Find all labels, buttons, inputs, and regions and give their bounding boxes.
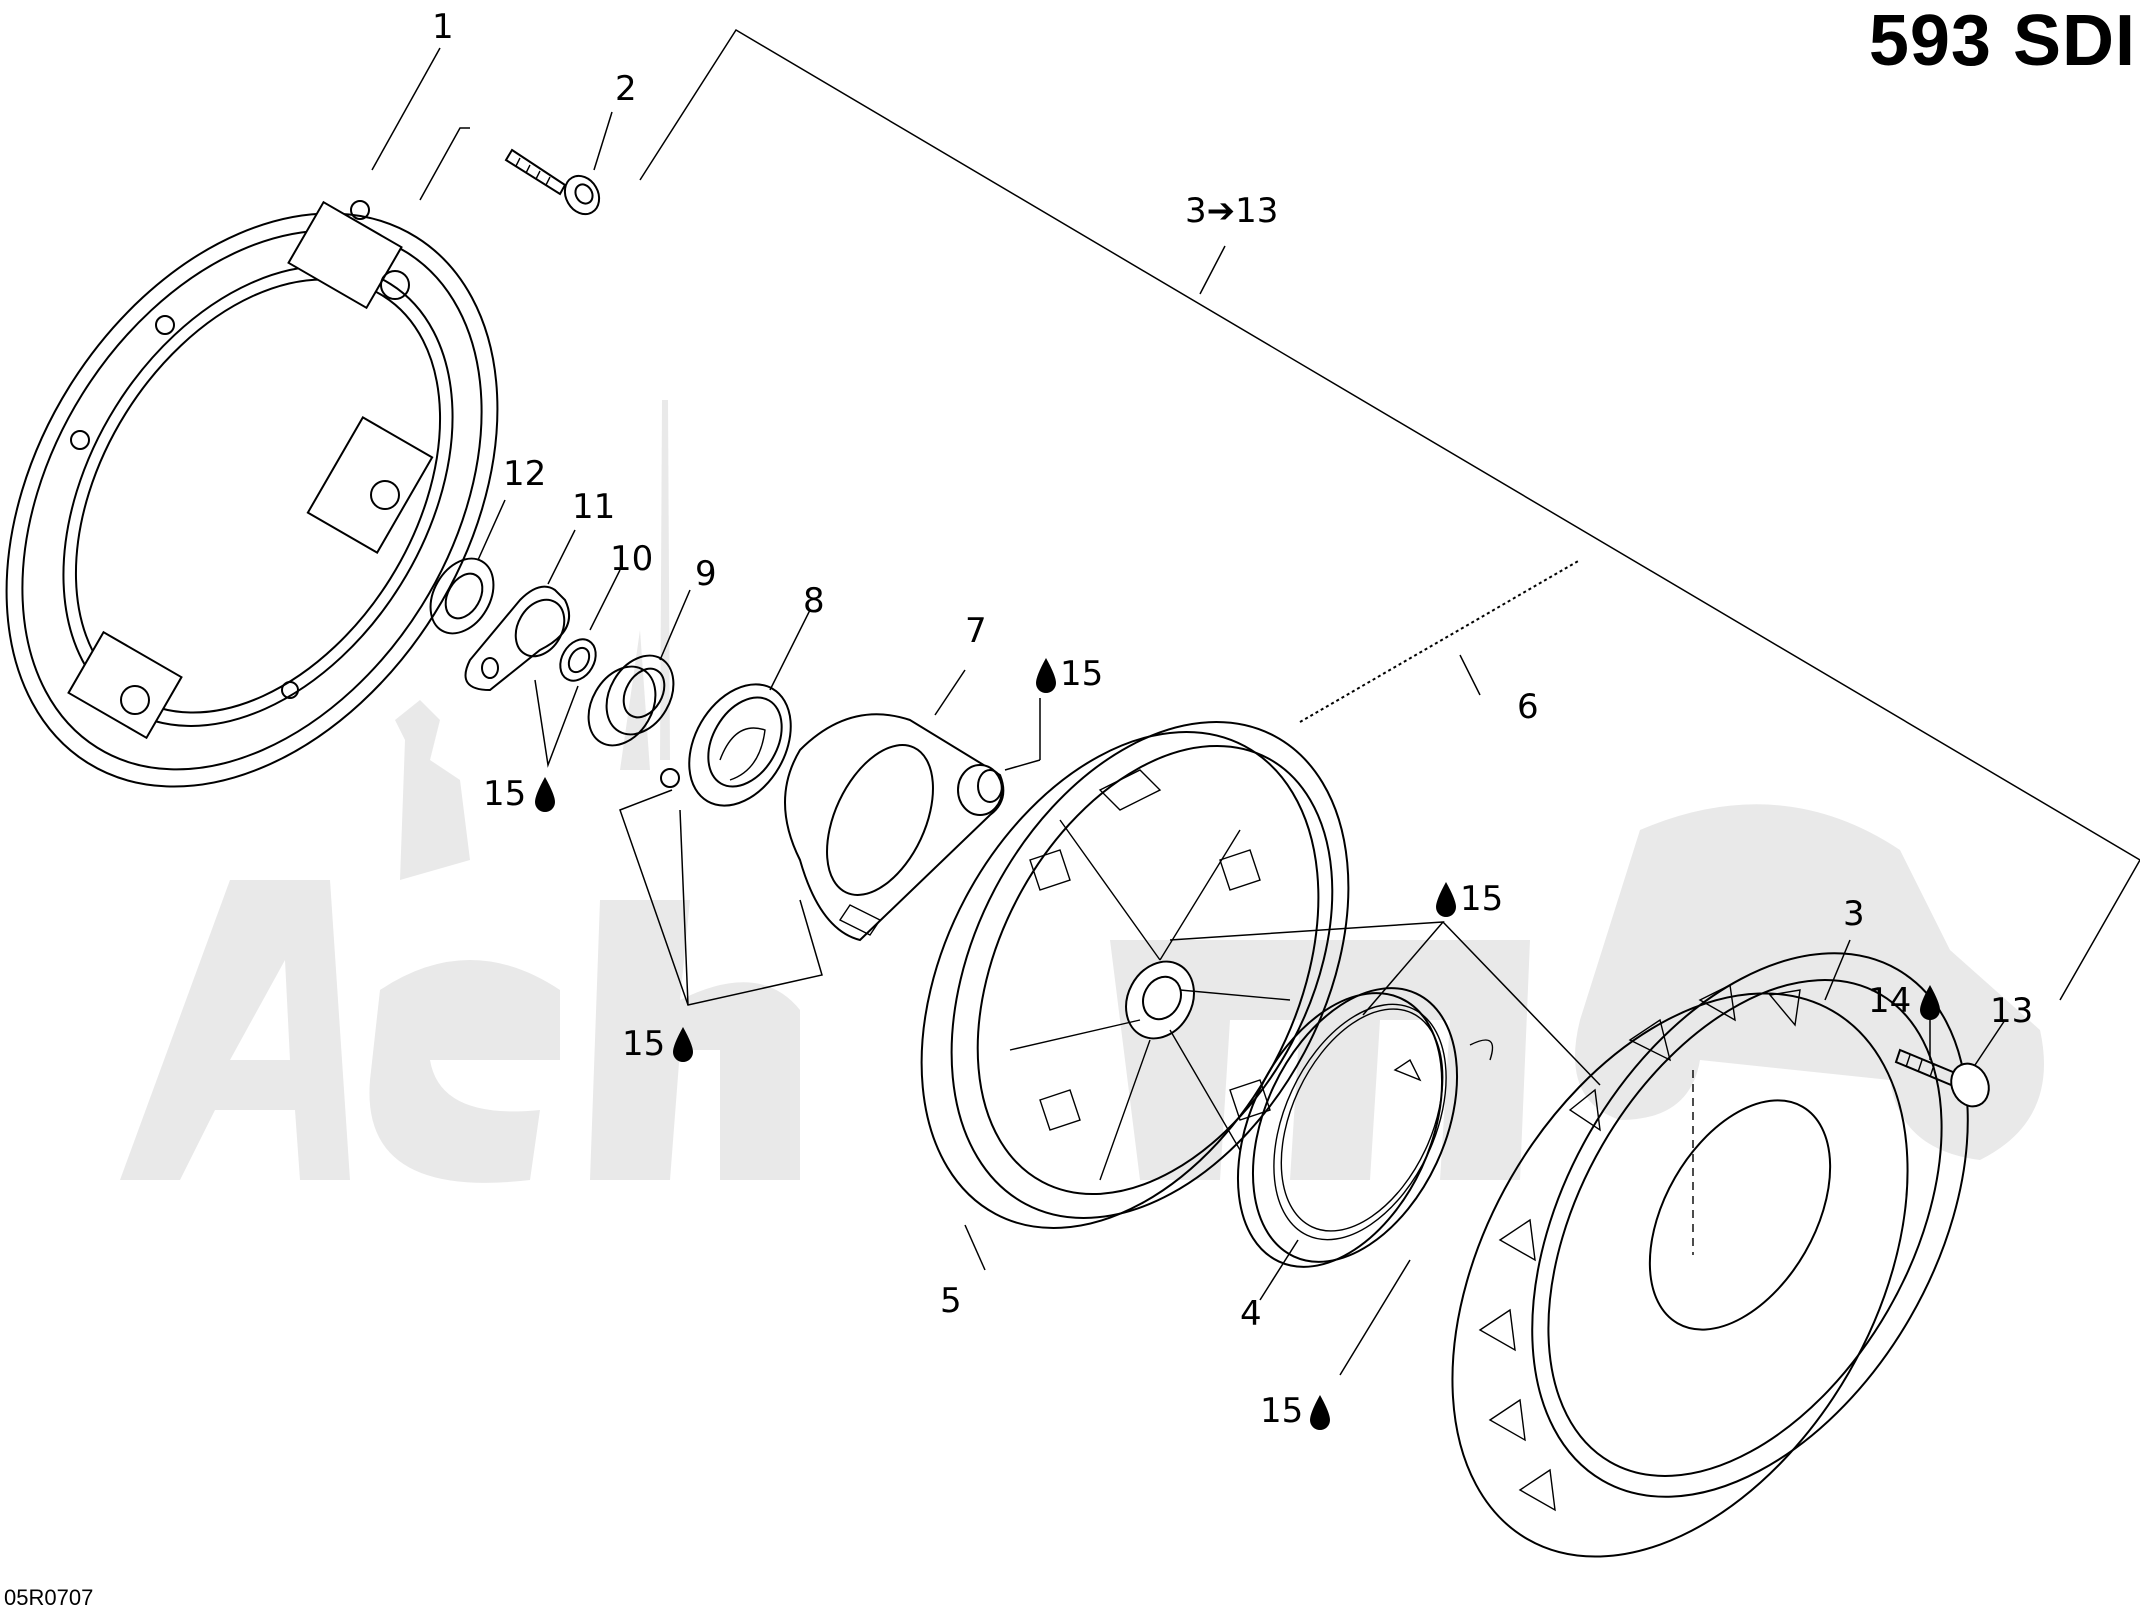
part-13-screw	[1894, 1000, 2006, 1108]
model-title: 593 SDI	[1868, 1, 2136, 81]
callout-14: 14	[1868, 981, 1911, 1021]
part-8-plate	[619, 609, 823, 1006]
part-1-mounting-ring	[5, 47, 499, 788]
callout-15-d: 15	[622, 1024, 665, 1064]
oil-drop-icon	[1436, 882, 1456, 917]
range-bracket-3-13	[639, 28, 2140, 1001]
figure-code: 05R0707	[4, 1585, 94, 1610]
part-2-screw	[419, 111, 613, 216]
callout-labels: 1 2 3➔13 12 11 10 9 8 7 15 6 15 15 15 3 …	[432, 7, 2033, 1431]
part-11-bracket	[464, 529, 576, 692]
oil-drop-icon	[1036, 658, 1056, 693]
callout-4: 4	[1240, 1294, 1262, 1334]
callout-5: 5	[940, 1281, 962, 1321]
oil-drop-icon	[1920, 985, 1940, 1020]
oil-drop-icons	[535, 658, 1940, 1430]
callout-13: 13	[1990, 991, 2033, 1031]
callout-15-a: 15	[1060, 654, 1103, 694]
callout-15-b: 15	[483, 774, 526, 814]
watermark	[120, 400, 2044, 1183]
oil-drop-icon	[1310, 1395, 1330, 1430]
callout-6: 6	[1517, 687, 1539, 727]
callout-15-c: 15	[1460, 879, 1503, 919]
callout-12: 12	[503, 454, 546, 494]
callout-7: 7	[965, 611, 987, 651]
callout-1: 1	[432, 7, 454, 47]
callout-15-e: 15	[1260, 1391, 1303, 1431]
part-6-rope	[1299, 559, 1581, 723]
callout-8: 8	[803, 581, 825, 621]
part-7-cam	[784, 669, 1041, 942]
callout-11: 11	[572, 487, 615, 527]
oil-drop-icon	[673, 1027, 693, 1062]
part-12-washer	[429, 499, 506, 635]
callout-3-13: 3➔13	[1185, 191, 1278, 231]
part-3-housing	[1451, 939, 1969, 1558]
part-10-washer	[534, 569, 621, 768]
part-9-bushing	[587, 589, 691, 747]
oil-drop-icon	[535, 777, 555, 812]
callout-10: 10	[610, 539, 653, 579]
callout-3: 3	[1843, 894, 1865, 934]
callout-9: 9	[695, 554, 717, 594]
part-4-spring	[1236, 987, 1494, 1376]
lubricant-leaders	[1169, 921, 1601, 1086]
callout-2: 2	[615, 69, 637, 109]
